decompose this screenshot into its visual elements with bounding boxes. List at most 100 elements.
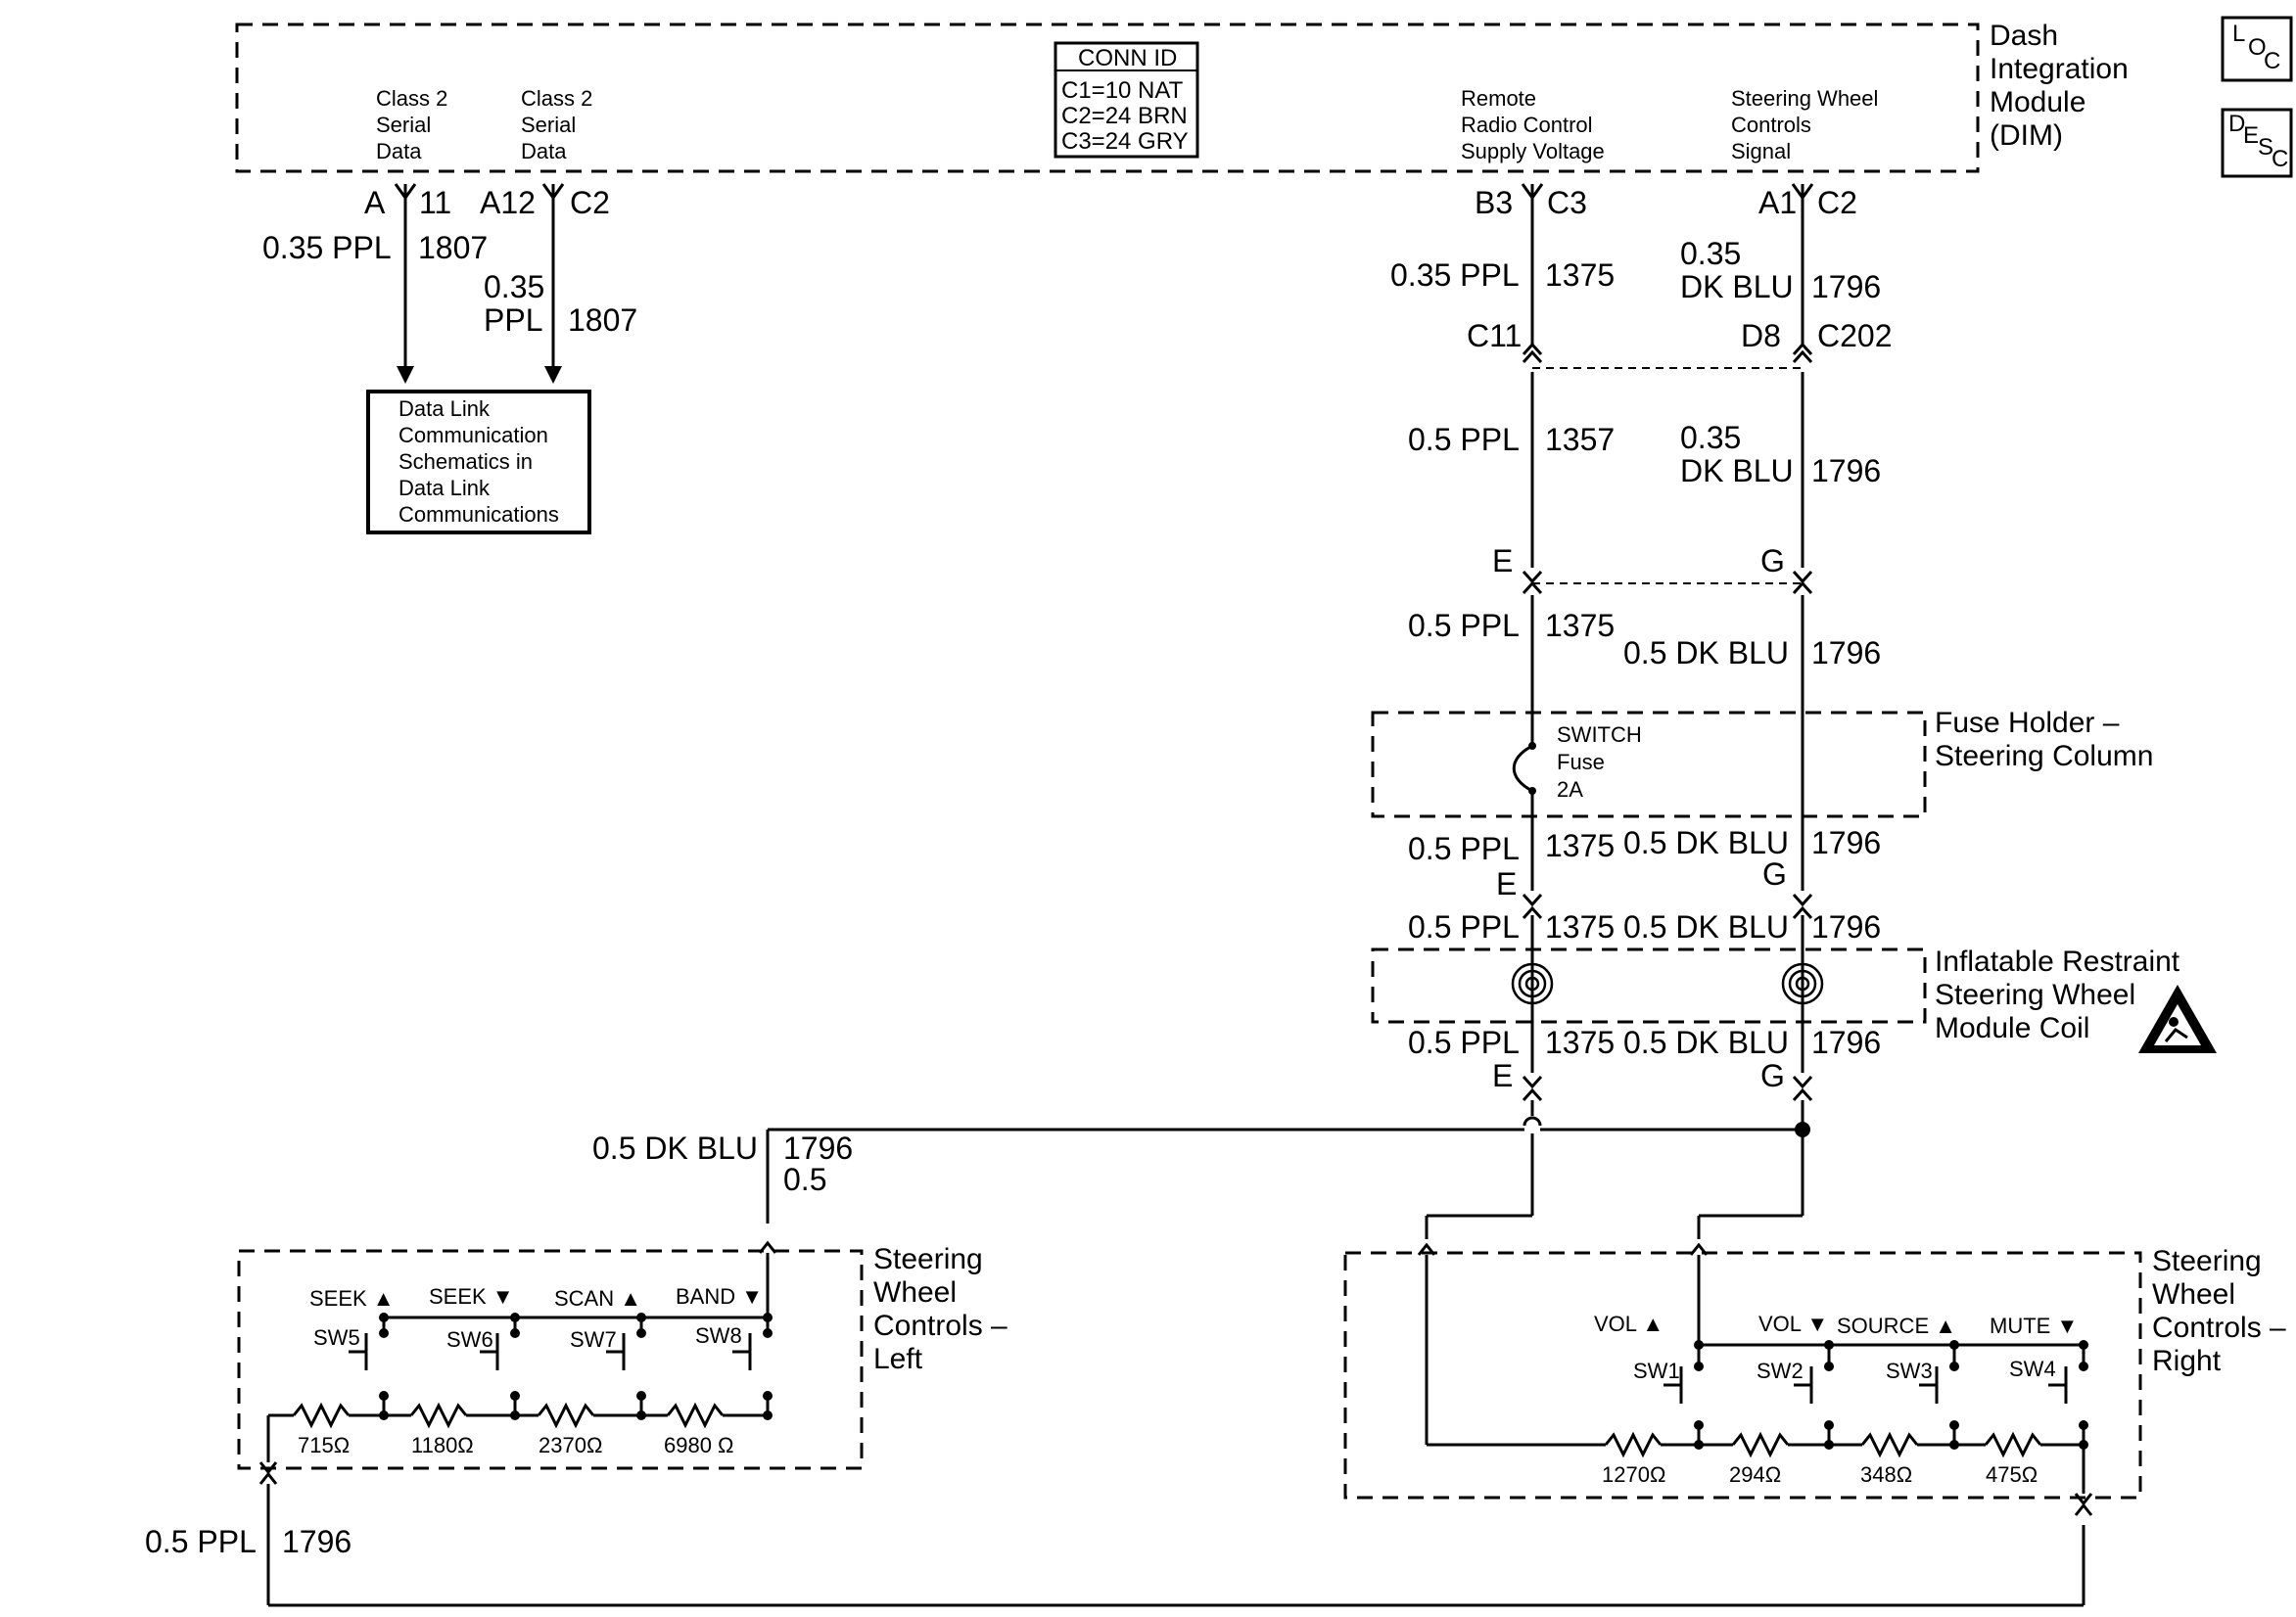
svg-text:1796: 1796 <box>1811 453 1881 488</box>
svg-text:G: G <box>1760 1058 1785 1093</box>
return-wire <box>258 1461 2093 1607</box>
svg-text:1357: 1357 <box>1545 422 1615 457</box>
svg-text:Inflatable Restraint: Inflatable Restraint <box>1935 946 2180 978</box>
svg-text:Controls –: Controls – <box>873 1310 1007 1342</box>
svg-text:C202: C202 <box>1817 318 1893 353</box>
svg-text:SW3: SW3 <box>1886 1359 1933 1383</box>
left-controls: Steering Wheel Controls – Left <box>237 1240 1007 1470</box>
class2-arrows <box>397 366 562 384</box>
svg-text:1796: 1796 <box>282 1524 351 1559</box>
svg-text:0.5 DK BLU: 0.5 DK BLU <box>592 1131 758 1166</box>
svg-text:SW1: SW1 <box>1633 1359 1680 1383</box>
svg-text:Schematics in: Schematics in <box>398 449 533 474</box>
svg-text:PPL: PPL <box>484 302 542 338</box>
svg-text:Radio Control: Radio Control <box>1461 113 1593 137</box>
splice-wire-labels: 0.5 DK BLU 1796 0.5 <box>592 1131 853 1197</box>
dim-title-line-1: Dash <box>1990 20 2058 52</box>
right-controls: Steering Wheel Controls – Right <box>1343 1242 2286 1500</box>
svg-text:Left: Left <box>873 1343 923 1375</box>
svg-text:Class 2: Class 2 <box>376 86 447 111</box>
vol-up-label: VOL ▲ <box>1594 1312 1663 1336</box>
svg-text:1807: 1807 <box>418 230 488 265</box>
svg-text:1796: 1796 <box>1811 825 1881 860</box>
svg-text:C: C <box>2272 146 2288 172</box>
scan-up-label: SCAN ▲ <box>554 1286 641 1311</box>
svg-text:715Ω: 715Ω <box>298 1433 350 1457</box>
band-down-label: BAND ▼ <box>676 1284 763 1309</box>
desc-icon[interactable]: D E S C <box>2221 108 2293 178</box>
main-wires <box>1512 184 1804 1216</box>
fuse-holder: SWITCH Fuse 2A Fuse Holder – Steering Co… <box>1371 707 2153 818</box>
svg-text:2A: 2A <box>1557 777 1583 802</box>
svg-text:C2=24 BRN: C2=24 BRN <box>1061 103 1188 129</box>
svg-text:1796: 1796 <box>1811 909 1881 945</box>
svg-text:0.5 PPL: 0.5 PPL <box>1408 831 1520 866</box>
svg-text:E: E <box>2243 122 2259 149</box>
airbag-warning-icon[interactable] <box>2138 985 2217 1053</box>
dim-title-line-2: Integration <box>1990 53 2129 85</box>
svg-text:D8: D8 <box>1741 318 1781 353</box>
svg-text:0.5: 0.5 <box>783 1162 826 1197</box>
svg-text:0.35 PPL: 0.35 PPL <box>1390 257 1520 293</box>
right-switch-nodes <box>1694 1340 2088 1450</box>
svg-text:Steering Wheel: Steering Wheel <box>1731 86 1878 111</box>
svg-text:Controls: Controls <box>1731 113 1811 137</box>
svg-text:SW6: SW6 <box>446 1327 493 1352</box>
class2-wire-labels: 0.35 PPL 1807 0.35 PPL 1807 <box>262 230 637 338</box>
seek-down-label: SEEK ▼ <box>429 1284 514 1309</box>
pin-numbers: A 11 A12 C2 B3 C3 A1 C2 <box>364 185 1857 220</box>
svg-text:0.5 PPL: 0.5 PPL <box>1408 909 1520 945</box>
svg-text:0.5 PPL: 0.5 PPL <box>1408 608 1520 643</box>
left-button-labels: SEEK ▲ SEEK ▼ SCAN ▲ BAND ▼ SW5 SW6 SW7 … <box>298 1284 763 1457</box>
svg-text:C2: C2 <box>570 185 610 220</box>
svg-text:1375: 1375 <box>1545 909 1615 945</box>
svg-text:Fuse Holder –: Fuse Holder – <box>1935 707 2120 739</box>
dim-title-line-3: Module <box>1990 86 2085 118</box>
svg-text:Data Link: Data Link <box>398 476 491 500</box>
svg-text:CONN ID: CONN ID <box>1078 45 1177 71</box>
svg-text:SW8: SW8 <box>695 1323 742 1348</box>
svg-text:Communications: Communications <box>398 502 559 527</box>
splice-junction <box>1795 1122 1810 1137</box>
inline-connectors <box>1522 342 1813 1102</box>
module-coil: Inflatable Restraint Steering Wheel Modu… <box>1371 946 2217 1053</box>
svg-text:C3: C3 <box>1547 185 1587 220</box>
svg-text:1375: 1375 <box>1545 257 1615 293</box>
seek-up-label: SEEK ▲ <box>309 1286 395 1311</box>
svg-text:A12: A12 <box>480 185 536 220</box>
svg-text:C3=24 GRY: C3=24 GRY <box>1061 128 1189 155</box>
svg-text:DK BLU: DK BLU <box>1680 453 1794 488</box>
svg-text:Remote: Remote <box>1461 86 1536 111</box>
svg-text:Serial: Serial <box>376 113 431 137</box>
svg-text:0.35: 0.35 <box>1680 236 1741 271</box>
svg-text:Data: Data <box>376 139 422 163</box>
svg-text:475Ω: 475Ω <box>1986 1462 2038 1487</box>
svg-text:Module Coil: Module Coil <box>1935 1012 2089 1044</box>
svg-text:Communication: Communication <box>398 423 548 447</box>
splice-wires <box>766 1128 1803 1239</box>
svg-text:Data Link: Data Link <box>398 396 491 421</box>
source-up-label: SOURCE ▲ <box>1837 1314 1956 1338</box>
main-wire-labels: 0.35 PPL 1375 0.35 DK BLU 1796 C11 D8 C2… <box>1390 236 1893 1093</box>
return-wire-labels: 0.5 PPL 1796 <box>145 1524 351 1559</box>
svg-text:294Ω: 294Ω <box>1729 1462 1781 1487</box>
coil-spiral-left <box>1511 962 1554 1005</box>
svg-text:0.5 DK BLU: 0.5 DK BLU <box>1623 1025 1789 1060</box>
svg-text:2370Ω: 2370Ω <box>539 1433 602 1457</box>
svg-text:D: D <box>2228 111 2245 137</box>
loc-icon[interactable]: L O C <box>2221 16 2293 82</box>
svg-text:6980 Ω: 6980 Ω <box>664 1433 734 1457</box>
svg-text:Steering: Steering <box>873 1243 983 1275</box>
svg-text:Steering: Steering <box>2152 1245 2262 1277</box>
right-button-labels: VOL ▲ VOL ▼ SOURCE ▲ MUTE ▼ SW1 SW2 SW3 … <box>1594 1312 2078 1487</box>
svg-text:0.5 DK BLU: 0.5 DK BLU <box>1623 635 1789 670</box>
conn-id-table: CONN ID C1=10 NAT C2=24 BRN C3=24 GRY <box>1054 41 1199 159</box>
svg-text:1375: 1375 <box>1545 1025 1615 1060</box>
data-link-box[interactable]: Data Link Communication Schematics in Da… <box>366 390 591 534</box>
svg-text:1270Ω: 1270Ω <box>1602 1462 1665 1487</box>
svg-text:Controls –: Controls – <box>2152 1312 2286 1344</box>
svg-text:1180Ω: 1180Ω <box>411 1433 474 1457</box>
fuse-terminal-bottom <box>1528 787 1536 795</box>
dim-module: Dash Integration Module (DIM) <box>235 20 2129 173</box>
